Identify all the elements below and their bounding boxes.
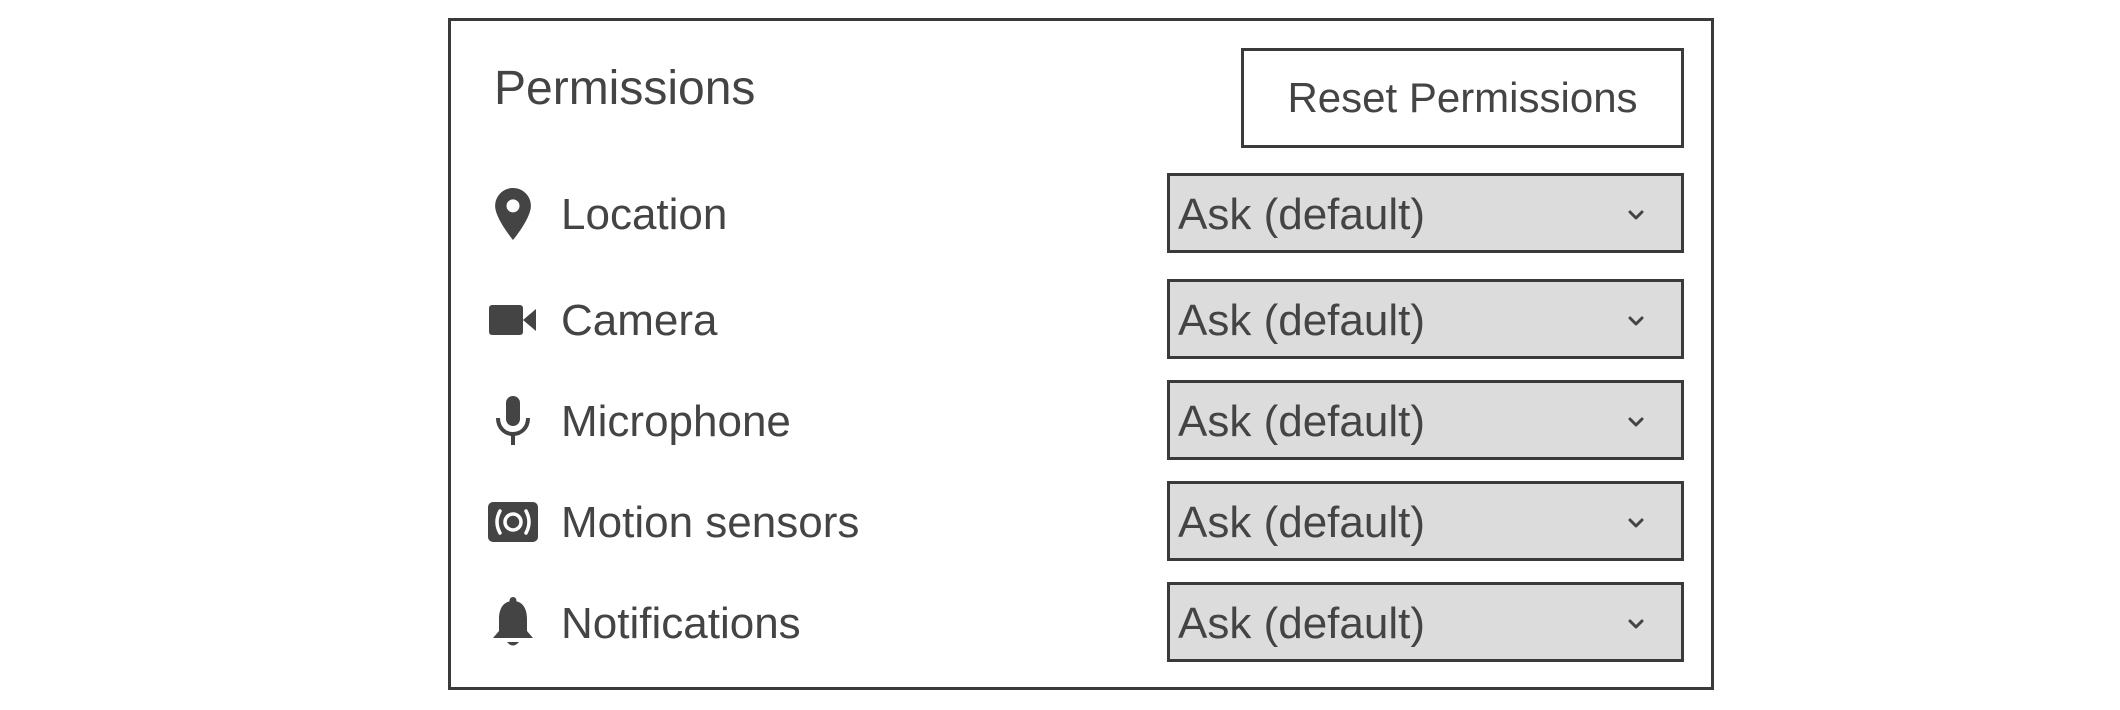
select-value: Ask (default) bbox=[1178, 599, 1425, 648]
permission-row-notifications: Notifications Ask (default) bbox=[451, 582, 1711, 662]
location-pin-icon bbox=[487, 188, 539, 240]
notifications-permission-select[interactable]: Ask (default) bbox=[1167, 582, 1684, 662]
select-value: Ask (default) bbox=[1178, 190, 1425, 239]
permission-label: Motion sensors bbox=[561, 498, 860, 547]
reset-permissions-button[interactable]: Reset Permissions bbox=[1241, 48, 1684, 148]
motion-sensors-permission-select[interactable]: Ask (default) bbox=[1167, 481, 1684, 561]
chevron-down-icon bbox=[1628, 619, 1644, 629]
permission-row-microphone: Microphone Ask (default) bbox=[451, 380, 1711, 460]
motion-sensor-icon bbox=[487, 496, 539, 548]
page-title: Permissions bbox=[494, 62, 756, 115]
chevron-down-icon bbox=[1628, 210, 1644, 220]
camera-permission-select[interactable]: Ask (default) bbox=[1167, 279, 1684, 359]
select-value: Ask (default) bbox=[1178, 498, 1425, 547]
permission-label: Location bbox=[561, 190, 728, 239]
select-value: Ask (default) bbox=[1178, 296, 1425, 345]
permission-label: Microphone bbox=[561, 397, 791, 446]
permissions-panel: Permissions Reset Permissions Location A… bbox=[448, 18, 1714, 690]
microphone-permission-select[interactable]: Ask (default) bbox=[1167, 380, 1684, 460]
permission-row-camera: Camera Ask (default) bbox=[451, 279, 1711, 359]
permission-row-location: Location Ask (default) bbox=[451, 173, 1711, 253]
video-camera-icon bbox=[487, 294, 539, 346]
location-permission-select[interactable]: Ask (default) bbox=[1167, 173, 1684, 253]
microphone-icon bbox=[487, 395, 539, 447]
permission-label: Camera bbox=[561, 296, 718, 345]
chevron-down-icon bbox=[1628, 417, 1644, 427]
bell-icon bbox=[487, 597, 539, 649]
chevron-down-icon bbox=[1628, 518, 1644, 528]
chevron-down-icon bbox=[1628, 316, 1644, 326]
select-value: Ask (default) bbox=[1178, 397, 1425, 446]
permission-row-motion-sensors: Motion sensors Ask (default) bbox=[451, 481, 1711, 561]
permission-label: Notifications bbox=[561, 599, 801, 648]
